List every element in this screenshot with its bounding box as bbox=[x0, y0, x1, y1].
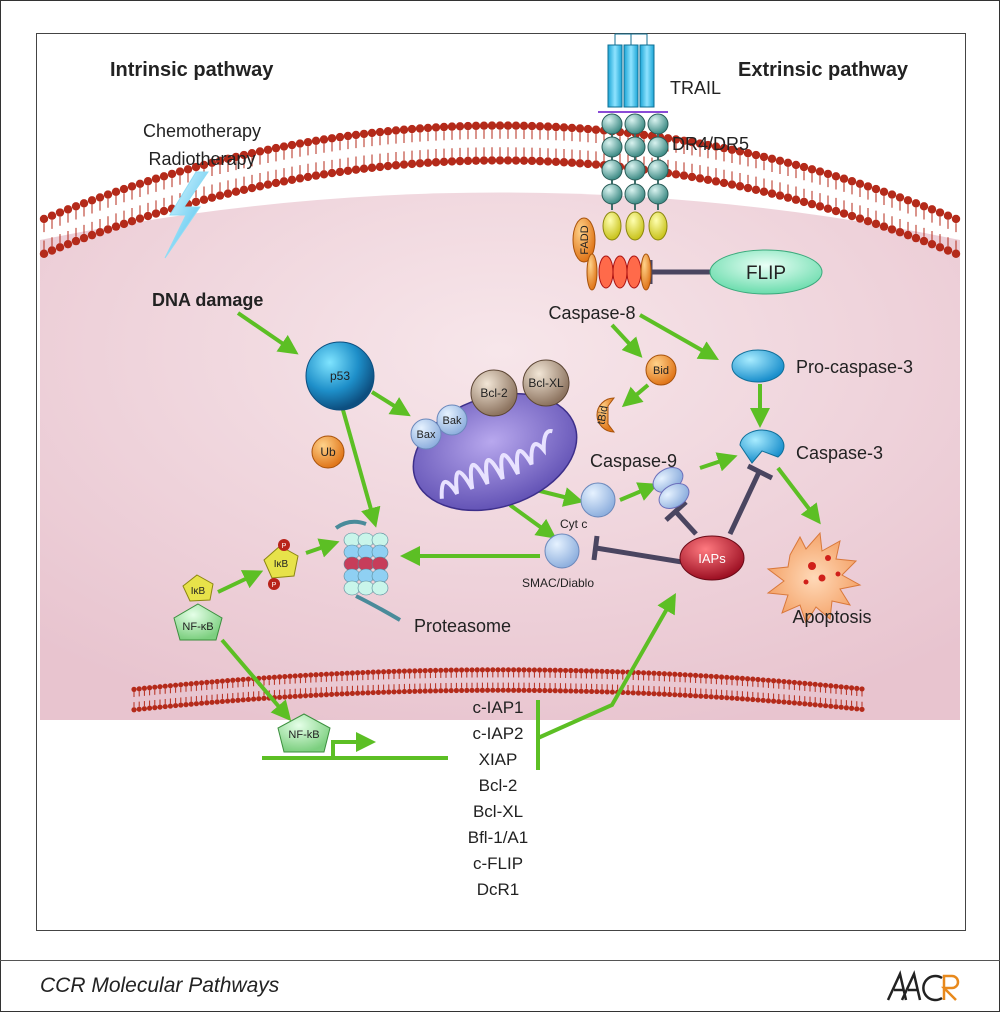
target-gene: c-IAP2 bbox=[472, 724, 523, 743]
target-gene: Bcl-XL bbox=[473, 802, 523, 821]
smac-diablo bbox=[544, 533, 580, 569]
iaps-label: IAPs bbox=[698, 551, 726, 566]
inhibit-iaps-smac bbox=[595, 545, 683, 565]
apoptosis-pathway-diagram: FADD FLIP p53 Ub Bcl-2 Bcl-XL Bak Bax Bi… bbox=[39, 33, 961, 899]
aacr-logo bbox=[886, 970, 960, 1002]
apoptosis-label: Apoptosis bbox=[792, 607, 871, 627]
pro-caspase-3 bbox=[731, 349, 785, 383]
diagram-panel bbox=[36, 33, 966, 931]
nfkb-label: NF-κB bbox=[182, 621, 213, 633]
lightning-bolt-icon bbox=[164, 171, 209, 259]
p53-label: p53 bbox=[330, 369, 350, 383]
dr4-dr5-receptor bbox=[601, 113, 669, 210]
arrow-phospho-to-proteasome bbox=[305, 538, 340, 558]
trail-label: TRAIL bbox=[670, 78, 721, 98]
iaps bbox=[679, 535, 745, 581]
ikb-label: IκB bbox=[191, 586, 206, 597]
activation-arrows bbox=[217, 311, 821, 752]
bcl-2 bbox=[470, 369, 518, 417]
cyt-c-label: Cyt c bbox=[560, 517, 587, 531]
intrinsic-pathway-title: Intrinsic pathway bbox=[110, 59, 274, 81]
p53 bbox=[305, 341, 375, 411]
proteasome bbox=[334, 519, 402, 622]
death-domain-beads bbox=[602, 211, 668, 241]
arrow-casp8-to-bid bbox=[610, 323, 643, 358]
footer-title: CCR Molecular Pathways bbox=[40, 974, 280, 997]
ikb-nfkb-complex: IκB NF-κB bbox=[173, 574, 223, 641]
arrow-casp9-to-casp3 bbox=[699, 452, 738, 472]
fadd bbox=[572, 217, 596, 263]
arrow-ikb-to-phospho bbox=[217, 570, 264, 594]
smac-diablo-label: SMAC/Diablo bbox=[522, 576, 594, 590]
bid bbox=[645, 354, 677, 386]
ub-label: Ub bbox=[320, 445, 336, 459]
bclxl-label: Bcl-XL bbox=[528, 376, 564, 390]
footer-divider bbox=[0, 960, 1000, 961]
tbid bbox=[596, 397, 616, 433]
arrow-p53-to-proteasome bbox=[341, 409, 381, 528]
fadd-label: FADD bbox=[579, 225, 591, 254]
bax bbox=[410, 418, 442, 450]
inhibition-lines bbox=[591, 260, 774, 565]
target-gene: XIAP bbox=[479, 750, 518, 769]
caspase-3-label: Caspase-3 bbox=[796, 443, 883, 463]
ubiquitin bbox=[311, 435, 345, 469]
caspase-8-label: Caspase-8 bbox=[548, 303, 635, 323]
bcl-xl bbox=[522, 359, 570, 407]
apoptotic-cell bbox=[766, 531, 862, 625]
bax-label: Bax bbox=[417, 429, 436, 441]
proteasome-label: Proteasome bbox=[414, 616, 511, 636]
target-gene: DcR1 bbox=[477, 880, 520, 899]
bak-label: Bak bbox=[443, 415, 462, 427]
phospho-p-bottom: P bbox=[272, 582, 277, 589]
arrow-mito-to-smac bbox=[508, 503, 557, 539]
radiotherapy-label: Radiotherapy bbox=[148, 149, 255, 169]
inhibit-iaps-casp9 bbox=[674, 510, 698, 536]
caspase-9 bbox=[652, 467, 690, 509]
inhibit-iaps-casp3 bbox=[727, 468, 763, 536]
arrow-dna-to-p53 bbox=[236, 311, 299, 355]
arrow-nfkb-to-nucleus bbox=[220, 638, 292, 722]
arrow-bid-to-tbid bbox=[621, 383, 650, 408]
arrow-genes-to-iaps bbox=[537, 593, 676, 740]
arrow-casp3-to-apoptosis bbox=[776, 466, 821, 525]
target-gene: c-FLIP bbox=[473, 854, 523, 873]
chemotherapy-label: Chemotherapy bbox=[143, 121, 261, 141]
flip-label: FLIP bbox=[746, 263, 786, 284]
bcl2-label: Bcl-2 bbox=[480, 386, 508, 400]
flip bbox=[709, 249, 823, 295]
ikb-phospho-label: IκB bbox=[274, 559, 289, 570]
arrow-p53-to-mito bbox=[370, 390, 411, 417]
arrow-cytc-to-casp9 bbox=[619, 482, 659, 502]
bak bbox=[436, 404, 468, 436]
caspase-9-label: Caspase-9 bbox=[590, 451, 677, 471]
trail-ligand bbox=[598, 33, 668, 113]
phospho-ikb: IκB P P bbox=[263, 539, 299, 590]
target-gene: c-IAP1 bbox=[472, 698, 523, 717]
nfkb-nuclear-label: NF-kB bbox=[288, 729, 319, 741]
dr4-dr5-label: DR4/DR5 bbox=[672, 134, 749, 154]
nuclear-membrane bbox=[131, 667, 865, 713]
target-gene: Bfl-1/A1 bbox=[468, 828, 528, 847]
arrow-mito-to-cytc bbox=[535, 487, 584, 507]
arrow-casp8-to-procasp3 bbox=[639, 313, 719, 360]
trail-receptor-complex: FADD bbox=[572, 33, 669, 291]
cytochrome-c bbox=[580, 482, 616, 518]
caspase-8-complex bbox=[586, 253, 652, 291]
target-gene: Bcl-2 bbox=[479, 776, 518, 795]
caspase-3 bbox=[739, 429, 785, 464]
pro-caspase-3-label: Pro-caspase-3 bbox=[796, 357, 913, 377]
nfkb-nuclear bbox=[277, 713, 331, 753]
dna-damage-label: DNA damage bbox=[152, 290, 263, 310]
tbid-label: tBid bbox=[595, 405, 610, 426]
extrinsic-pathway-title: Extrinsic pathway bbox=[738, 59, 909, 81]
phospho-p-top: P bbox=[282, 543, 287, 550]
bid-label: Bid bbox=[653, 365, 669, 377]
